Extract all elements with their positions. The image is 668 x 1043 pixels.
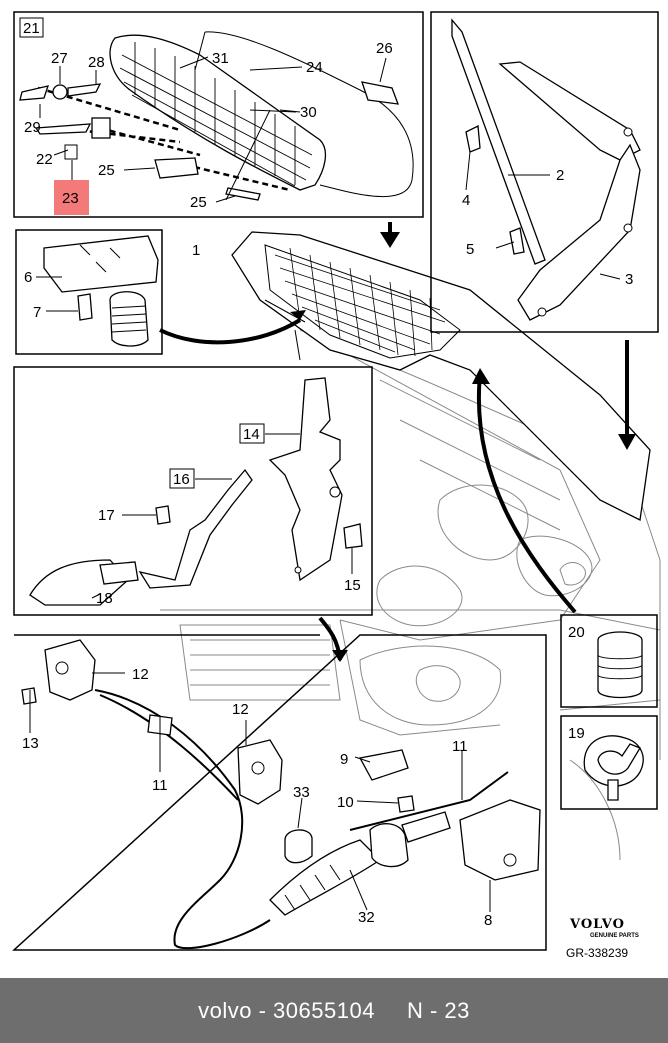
label-2: 2 xyxy=(556,167,564,184)
diagram-ref: GR-338239 xyxy=(566,946,628,960)
part-17-bolt xyxy=(155,505,171,525)
label-4: 4 xyxy=(462,192,470,209)
label-33: 33 xyxy=(293,784,310,801)
label-17: 17 xyxy=(98,507,115,524)
part-23 xyxy=(64,144,78,160)
footer-position: N - 23 xyxy=(406,997,470,1023)
label-5: 5 xyxy=(466,241,474,258)
box-grille-detail xyxy=(13,11,424,218)
label-31: 31 xyxy=(212,50,229,67)
hood-panel xyxy=(231,231,651,521)
highlight-23 xyxy=(54,180,89,215)
label-16: 16 xyxy=(173,471,190,488)
label-14: 14 xyxy=(243,426,260,443)
part-25-strip xyxy=(225,187,261,201)
footer-part-number: volvo - 30655104 xyxy=(198,997,375,1023)
part-5-bolt xyxy=(509,227,525,255)
label-28: 28 xyxy=(88,54,105,71)
label-13: 13 xyxy=(22,735,39,752)
label-29: 29 xyxy=(24,119,41,136)
label-26: 26 xyxy=(376,40,393,57)
brand-logo: VOLVO xyxy=(569,917,625,932)
label-7: 7 xyxy=(33,304,41,321)
part-7-bolt xyxy=(77,293,93,321)
label-3: 3 xyxy=(625,271,633,288)
part-10-bolt xyxy=(397,795,415,813)
hinge-arm xyxy=(498,61,641,161)
box-gas-strut xyxy=(430,11,659,333)
label-9: 9 xyxy=(340,751,348,768)
label-8: 8 xyxy=(484,912,492,929)
exploded-view-drawing: 21 27 28 31 24 26 29 30 22 23 25 25 4 2 … xyxy=(12,11,661,960)
label-20: 20 xyxy=(568,624,585,641)
label-18: 18 xyxy=(96,590,113,607)
part-28 xyxy=(67,83,102,97)
part-13-bolt xyxy=(21,687,37,705)
label-15: 15 xyxy=(344,577,361,594)
part-14-bracket xyxy=(268,377,343,582)
label-25b: 25 xyxy=(190,194,207,211)
label-19: 19 xyxy=(568,725,585,742)
box-cables-locks xyxy=(12,634,547,951)
part-25-bracket xyxy=(154,157,199,179)
label-11a: 11 xyxy=(152,777,168,794)
spring xyxy=(109,291,149,347)
part-8-lock xyxy=(459,799,541,881)
label-23: 23 xyxy=(62,190,79,207)
part-27 xyxy=(52,84,68,100)
label-12a: 12 xyxy=(132,666,149,683)
label-32: 32 xyxy=(358,909,375,926)
label-6: 6 xyxy=(24,269,32,286)
brand-sub: GENUINE PARTS xyxy=(590,933,639,939)
label-27: 27 xyxy=(51,50,68,67)
part-3-hinge xyxy=(517,143,641,321)
label-1: 1 xyxy=(192,242,200,259)
label-11b: 11 xyxy=(452,738,468,755)
box-part-19 xyxy=(560,715,658,810)
part-22 xyxy=(34,123,92,135)
label-24: 24 xyxy=(306,59,323,76)
part-16-rod xyxy=(138,468,253,589)
label-10: 10 xyxy=(337,794,354,811)
arrow-to-hood xyxy=(380,232,400,248)
part-33-grommet xyxy=(284,829,313,864)
parts-diagram: 21 27 28 31 24 26 29 30 22 23 25 25 4 2 … xyxy=(12,11,661,960)
part-4-bolt xyxy=(465,124,481,153)
car-body-outline xyxy=(160,329,661,861)
part-2-strut xyxy=(451,18,546,265)
label-30: 30 xyxy=(300,104,317,121)
part-6-plate xyxy=(43,235,159,293)
box-release-handle xyxy=(13,366,373,662)
part-15-bolt xyxy=(343,523,363,549)
part-9-clip xyxy=(359,749,409,781)
box-striker xyxy=(15,229,306,355)
part-12-lock xyxy=(44,639,96,701)
label-22: 22 xyxy=(36,151,53,168)
part-22-clip xyxy=(91,117,111,139)
label-21: 21 xyxy=(23,20,40,37)
part-29 xyxy=(19,85,49,101)
label-12b: 12 xyxy=(232,701,249,718)
part-26 xyxy=(361,81,399,105)
box-part-20 xyxy=(560,614,658,708)
footer-bar: volvo - 30655104 N - 23 xyxy=(0,978,668,1043)
label-25a: 25 xyxy=(98,162,115,179)
